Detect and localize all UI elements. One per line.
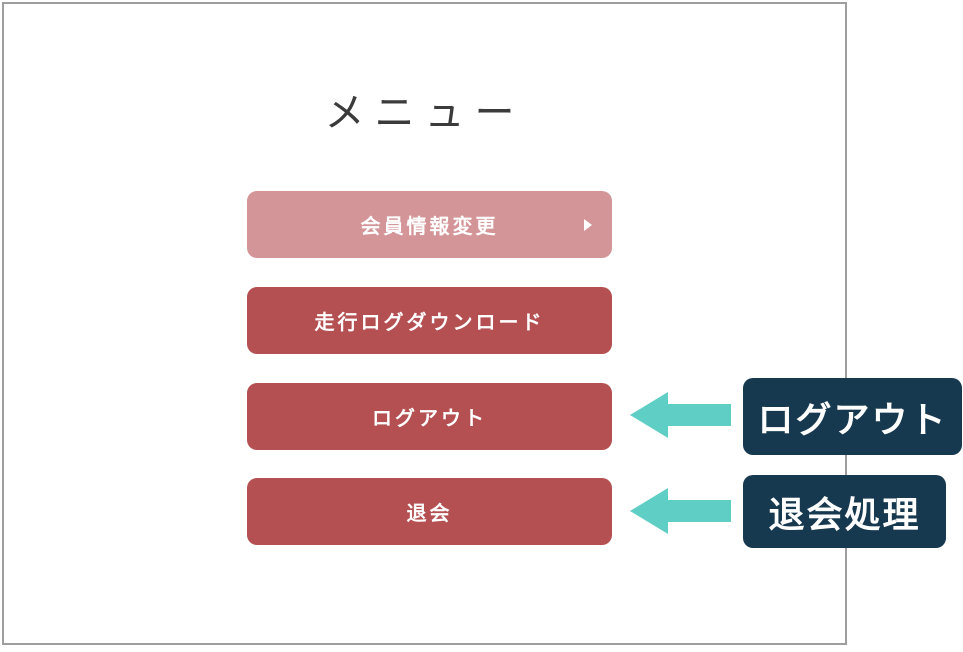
menu-card: メニュー 会員情報変更 走行ログダウンロード ログアウト 退会 xyxy=(2,2,847,645)
arrow-head xyxy=(630,488,668,534)
member-info-change-button[interactable]: 会員情報変更 xyxy=(247,191,612,258)
withdraw-annotation-label: 退会処理 xyxy=(743,475,946,548)
logout-button[interactable]: ログアウト xyxy=(247,383,612,450)
arrow-shaft xyxy=(666,500,731,522)
logout-annotation-label: ログアウト xyxy=(743,378,962,455)
logout-annotation-text: ログアウト xyxy=(757,398,948,440)
withdraw-annotation-arrow-icon xyxy=(630,488,731,534)
logout-annotation-arrow-icon xyxy=(630,392,731,438)
withdraw-annotation-text: 退会処理 xyxy=(768,493,921,535)
driving-log-download-label: 走行ログダウンロード xyxy=(314,312,545,334)
page-title: メニュー xyxy=(324,91,525,135)
logout-label: ログアウト xyxy=(372,408,487,430)
arrow-head xyxy=(630,392,668,438)
member-info-change-label: 会員情報変更 xyxy=(360,216,499,238)
withdraw-label: 退会 xyxy=(406,503,453,525)
chevron-right-icon xyxy=(584,218,592,231)
arrow-shaft xyxy=(666,404,731,426)
withdraw-button[interactable]: 退会 xyxy=(247,478,612,545)
driving-log-download-button[interactable]: 走行ログダウンロード xyxy=(247,287,612,354)
